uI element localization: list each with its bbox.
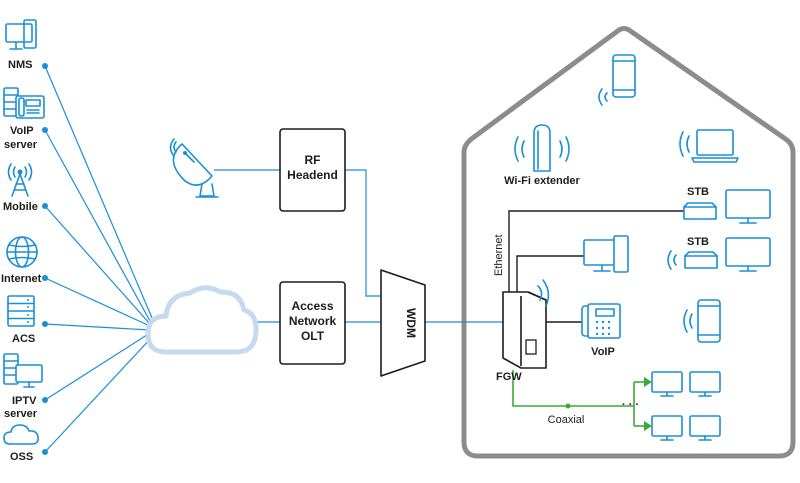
voip-label: VoIP: [591, 346, 615, 358]
cell-tower-icon: [7, 163, 33, 197]
iptv-server-icon: [3, 353, 43, 388]
source-label-mobile: Mobile: [3, 201, 38, 213]
desktop-computer-icon: [583, 235, 629, 273]
coax-tv-grid: [651, 371, 721, 441]
coaxial-junction: [565, 403, 571, 409]
source-dots: [42, 63, 48, 455]
wifi-waves-stb-icon: [667, 250, 677, 270]
coaxial-label: Coaxial: [548, 414, 585, 426]
source-connections: [44, 65, 153, 453]
coaxial-ellipsis: · · ·: [622, 399, 639, 411]
tv-icon-1: [725, 189, 771, 224]
source-label-iptv-2: server: [4, 408, 38, 420]
rf-headend-box: [279, 128, 346, 212]
ethernet-label: Ethernet: [493, 234, 505, 276]
wdm-label: WDM: [404, 308, 418, 338]
monitor-icon: [5, 19, 37, 50]
satellite-dish-icon: [169, 138, 219, 198]
oss-cloud-icon: [3, 424, 39, 445]
tv-icon-2: [725, 237, 771, 272]
stb-label-1: STB: [687, 186, 709, 198]
wdm-shape: [380, 269, 426, 377]
source-label-nms: NMS: [8, 59, 32, 71]
coax-tv-icon: [689, 371, 721, 397]
coax-tv-icon: [689, 415, 721, 441]
stb-icon-2: [684, 251, 718, 269]
globe-icon: [6, 236, 38, 268]
smartphone-icon-top: [598, 54, 636, 106]
stb-label-2: STB: [687, 236, 709, 248]
olt-line2: Network: [289, 314, 337, 328]
house-outline: [461, 26, 796, 459]
rf-headend-line2: Headend: [287, 168, 338, 182]
desk-phone-icon: [581, 303, 621, 339]
wifi-extender-icon: [514, 124, 570, 172]
stb-icon-1: [683, 202, 717, 220]
ethernet-lines: [508, 210, 684, 323]
rf-headend-line1: RF: [305, 153, 321, 167]
coaxial-arrow-head: [644, 377, 652, 387]
source-label-oss: OSS: [10, 451, 33, 463]
source-label-voip-1: VoIP: [10, 125, 34, 137]
rf-wdm-link: [345, 169, 386, 297]
central-cloud-icon: [145, 285, 259, 355]
coaxial-arrow-head-2: [644, 421, 652, 431]
voip-server-icon: [3, 87, 45, 119]
fgw-label: FGW: [496, 371, 522, 383]
olt-line1: Access: [291, 299, 333, 313]
laptop-icon: [679, 129, 739, 163]
coax-tv-icon: [651, 371, 683, 397]
server-rack-icon: [7, 295, 35, 327]
wifi-extender-label: Wi-Fi extender: [504, 175, 580, 187]
source-label-internet: Internet: [1, 273, 42, 285]
smartphone-icon-right: [683, 299, 721, 343]
olt-box: [279, 281, 346, 365]
source-label-voip-2: server: [4, 139, 38, 151]
source-label-acs: ACS: [12, 333, 35, 345]
fgw-gateway-icon: [502, 279, 550, 369]
olt-line3: OLT: [301, 329, 325, 343]
coax-tv-icon: [651, 415, 683, 441]
source-label-iptv-1: IPTV: [12, 395, 37, 407]
